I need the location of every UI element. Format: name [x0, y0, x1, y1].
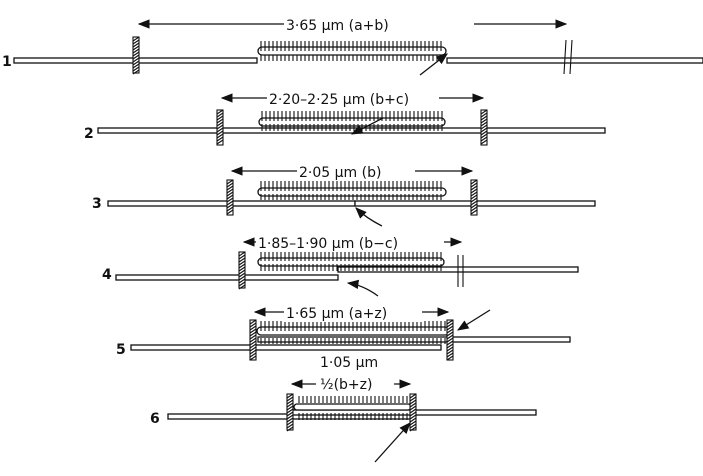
cross-bridges	[260, 252, 442, 271]
pointer-arrow	[355, 207, 383, 227]
cross-bridges	[260, 181, 442, 200]
cross-bridges	[260, 321, 446, 344]
cross-bridges	[261, 111, 443, 131]
thin-filament-right	[257, 336, 571, 343]
thin-filament-left	[97, 127, 361, 134]
z-line-left	[132, 36, 140, 75]
pointer-arrow	[346, 279, 379, 297]
z-line-left	[249, 319, 257, 361]
z-line-right	[409, 393, 417, 432]
cross-bridges	[298, 396, 408, 420]
row-number: 5	[116, 342, 126, 358]
dimension-label: 2·20–2·25 µm (b+c)	[269, 92, 409, 108]
thin-filament-right	[446, 57, 703, 64]
row-4: 4 1·85–1·90 µm (b−c)	[102, 232, 579, 297]
thin-filament-left	[130, 344, 442, 351]
row-number: 4	[102, 267, 112, 283]
row-number: 3	[92, 196, 102, 212]
dimension-label: 2·05 µm (b)	[299, 165, 381, 181]
dimension-label: ½(b+z)	[320, 377, 372, 393]
z-line-right	[480, 109, 488, 146]
row-3: 3 2·05 µm (b)	[92, 161, 596, 227]
thick-filament	[258, 117, 446, 127]
z-line-right	[470, 179, 478, 216]
z-line-left	[216, 109, 224, 146]
pointer-arrow	[350, 117, 384, 135]
dimension-label: 3·65 µm (a+b)	[286, 18, 389, 34]
row-2: 2 2·20–2·25 µm (b+c)	[84, 88, 606, 146]
row-number: 1	[2, 54, 12, 70]
z-line-left	[286, 393, 294, 432]
thin-filament-left	[115, 274, 339, 281]
thick-filament	[293, 403, 412, 411]
row-number: 2	[84, 126, 94, 142]
z-line-left	[238, 251, 246, 290]
pointer-arrow	[374, 422, 411, 463]
row-1: 1 3·65 µm (a+b)	[2, 13, 703, 76]
thick-filament	[257, 187, 447, 197]
cross-bridges	[260, 41, 442, 61]
thick-filament	[257, 46, 447, 56]
inner-dimension-label: 1·05 µm	[320, 355, 378, 371]
row-number: 6	[150, 411, 160, 427]
thick-filament	[257, 257, 445, 267]
dimension-label: 1·65 µm (a+z)	[286, 306, 387, 322]
row-6: 6 ½(b+z)	[150, 372, 537, 463]
z-line-right	[446, 319, 454, 361]
pointer-arrow	[457, 309, 491, 331]
z-line-right-break	[457, 255, 464, 287]
dimension-label: 1·85–1·90 µm (b−c)	[258, 236, 398, 252]
pointer-arrow	[419, 53, 448, 76]
z-line-right-break	[563, 39, 573, 75]
z-line-left	[226, 179, 234, 216]
row-5: 5 1·65 µm (a+z) 1·05 µm	[116, 302, 571, 371]
